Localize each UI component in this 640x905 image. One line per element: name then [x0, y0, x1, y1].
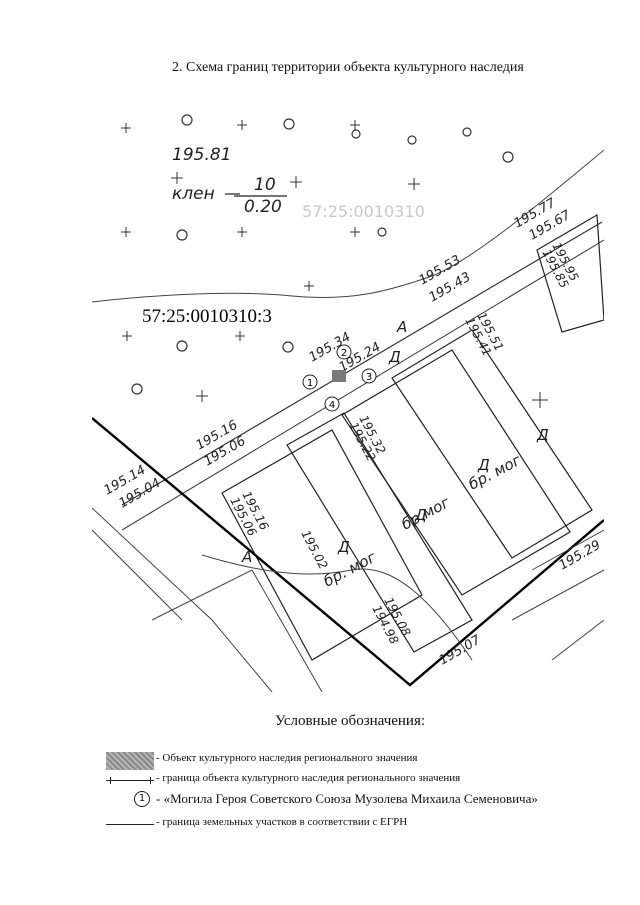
road-edge-upper: [121, 221, 603, 506]
survey-circle-3: [351, 129, 361, 139]
marker-2: 2: [341, 348, 347, 359]
cross-3: [350, 120, 360, 130]
egrn-line-symbol: [106, 824, 154, 825]
parcel-rect-4: [391, 329, 593, 559]
survey-circle-1: [181, 114, 193, 126]
survey-circle-4: [407, 135, 417, 145]
letter-d2-label: Д: [477, 456, 490, 474]
road-edge-lower: [121, 239, 604, 531]
line-lr: [511, 529, 604, 661]
cross-2: [237, 120, 247, 130]
grave-marker-symbol: 1: [134, 791, 150, 807]
parcel-rect-1: [221, 429, 423, 661]
survey-circle-9: [131, 383, 143, 395]
cross-6: [408, 178, 420, 190]
marker-3: 3: [366, 372, 372, 383]
parcel-rect-3: [341, 349, 571, 596]
cross-7: [121, 227, 131, 237]
cross-14: [532, 392, 548, 408]
survey-circle-7: [176, 229, 188, 241]
br-mog-label-3: бр. мог: [465, 451, 524, 494]
legend-title: Условные обозначения:: [275, 713, 426, 729]
cross-9: [350, 227, 360, 237]
legend-text-4: - граница земельных участков в соответст…: [156, 816, 408, 828]
legend-row-heritage-object: - Объект культурного наследия региональн…: [104, 750, 634, 770]
letter-a-label: А: [396, 318, 407, 336]
ten-label: 10: [254, 175, 276, 195]
letter-a2-label: А: [241, 548, 252, 566]
line-ll-2: [92, 529, 183, 621]
line-ll-4: [201, 554, 473, 661]
cross-4: [171, 172, 183, 184]
legend-text-2: - граница объекта культурного наследия р…: [156, 772, 461, 784]
line-ll-3: [151, 569, 323, 692]
elev-label-a: 195.81: [172, 145, 231, 165]
cross-11: [122, 331, 132, 341]
parcel-rect-2: [286, 412, 473, 653]
egrn-boundary: [92, 417, 604, 687]
elev-label-s: 195.02: [298, 528, 330, 572]
survey-circle-5: [462, 127, 472, 137]
contour-line: [92, 149, 604, 303]
letter-d4-label: Д: [337, 538, 350, 556]
title-text: 2. Схема границ территории объекта культ…: [172, 60, 524, 75]
survey-circle-10: [282, 341, 294, 353]
survey-circle-2: [283, 118, 295, 130]
boundary-line-symbol: [106, 780, 154, 781]
legend-row-grave-marker: 1 - «Могила Героя Советского Союза Музол…: [104, 791, 634, 811]
marker-4: 4: [329, 400, 335, 411]
legend-row-heritage-boundary: - граница объекта культурного наследия р…: [104, 770, 634, 790]
legend-text-1: - Объект культурного наследия региональн…: [156, 752, 418, 764]
heritage-object-hatch: [332, 370, 346, 382]
klen-label: клен: [172, 184, 215, 204]
parcel-rect-5: [536, 213, 604, 333]
elev-label-r: 195.07: [437, 632, 485, 668]
faint-parcel-label: 57:25:0010310: [302, 202, 425, 221]
boundary-map: 195.81 клен 10 0.20 57:25:0010310 57:25:…: [92, 114, 604, 692]
cross-8: [237, 227, 247, 237]
cross-1: [121, 123, 131, 133]
cross-12: [235, 331, 245, 341]
survey-circle-6: [502, 151, 514, 163]
line-ll-1: [92, 507, 273, 692]
marker-group: 1 2 3 4: [302, 344, 377, 412]
cross-13: [196, 390, 208, 402]
letter-d-label: Д: [388, 348, 401, 366]
legend-text-3: - «Могила Героя Советского Союза Музолев…: [156, 791, 538, 806]
letter-d5-label: Д: [536, 426, 549, 444]
survey-circle-11: [377, 227, 387, 237]
marker-1: 1: [307, 378, 313, 389]
survey-circle-8: [176, 340, 188, 352]
fraction-label: 0.20: [244, 197, 282, 217]
cross-5: [290, 176, 302, 188]
parcel-number-label: 57:25:0010310:3: [142, 306, 272, 327]
heritage-swatch: [106, 752, 154, 770]
letter-d3-label: Д: [414, 506, 427, 524]
legend-row-egrn-boundary: - граница земельных участков в соответст…: [104, 814, 634, 834]
cross-10: [304, 281, 314, 291]
